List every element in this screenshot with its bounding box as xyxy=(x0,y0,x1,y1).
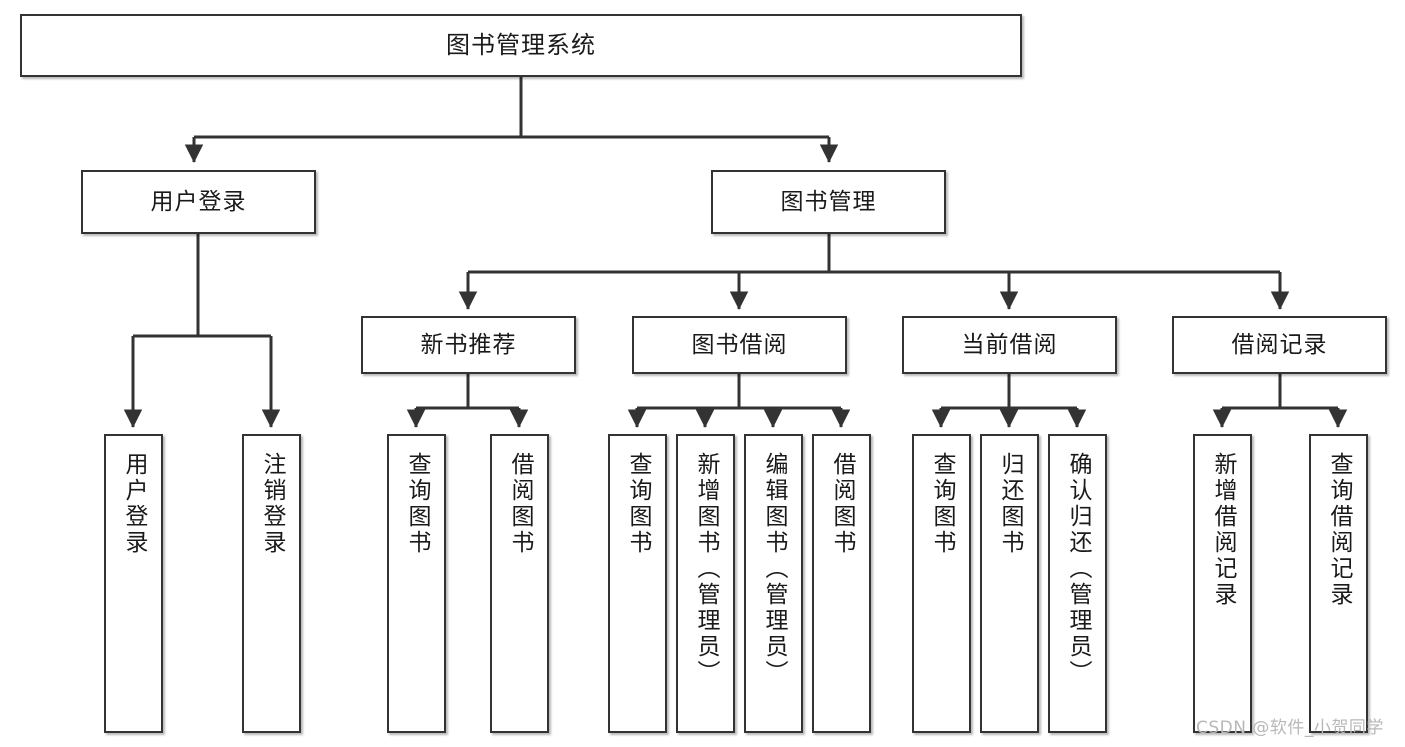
node-root-book-management-system[interactable]: 图书管理系统 xyxy=(20,14,1022,77)
node-label: 图书管理 xyxy=(780,188,877,215)
node-label: 新增图书（管理员） xyxy=(693,452,719,686)
watermark: CSDN @软件_小贺同学 xyxy=(1196,718,1384,738)
node-leaf-query-book-current[interactable]: 查询图书 xyxy=(912,434,971,733)
node-label: 注销登录 xyxy=(259,452,285,556)
node-label: 图书借阅 xyxy=(691,331,788,358)
node-leaf-return-book[interactable]: 归还图书 xyxy=(980,434,1039,733)
node-label: 新书推荐 xyxy=(420,331,517,358)
node-leaf-add-borrow-record[interactable]: 新增借阅记录 xyxy=(1193,434,1252,733)
node-book-borrowing[interactable]: 图书借阅 xyxy=(632,316,847,374)
node-label: 借阅图书 xyxy=(507,452,533,556)
node-borrowing-record[interactable]: 借阅记录 xyxy=(1172,316,1387,374)
node-user-login[interactable]: 用户登录 xyxy=(81,170,316,234)
node-label: 确认归还（管理员） xyxy=(1065,452,1091,686)
node-label: 借阅记录 xyxy=(1231,331,1328,358)
node-label: 编辑图书（管理员） xyxy=(761,452,787,686)
node-label: 当前借阅 xyxy=(961,331,1058,358)
node-leaf-logout[interactable]: 注销登录 xyxy=(242,434,301,733)
node-label: 图书管理系统 xyxy=(446,30,596,59)
node-current-borrowing[interactable]: 当前借阅 xyxy=(902,316,1117,374)
node-label: 查询图书 xyxy=(929,452,955,556)
node-leaf-query-book-recommendation[interactable]: 查询图书 xyxy=(387,434,446,733)
node-label: 用户登录 xyxy=(121,452,147,556)
node-leaf-query-borrow-record[interactable]: 查询借阅记录 xyxy=(1309,434,1368,733)
node-label: 查询图书 xyxy=(404,452,430,556)
node-leaf-borrow-book-recommendation[interactable]: 借阅图书 xyxy=(490,434,549,733)
node-leaf-query-book-borrowing[interactable]: 查询图书 xyxy=(608,434,667,733)
node-label: 归还图书 xyxy=(997,452,1023,556)
node-label: 用户登录 xyxy=(150,188,247,215)
node-leaf-confirm-return-admin[interactable]: 确认归还（管理员） xyxy=(1048,434,1107,733)
node-label: 查询借阅记录 xyxy=(1326,452,1352,608)
node-leaf-borrow-book[interactable]: 借阅图书 xyxy=(812,434,871,733)
node-label: 新增借阅记录 xyxy=(1210,452,1236,608)
node-book-management[interactable]: 图书管理 xyxy=(711,170,946,234)
node-label: 借阅图书 xyxy=(829,452,855,556)
node-new-book-recommendation[interactable]: 新书推荐 xyxy=(361,316,576,374)
node-label: 查询图书 xyxy=(625,452,651,556)
node-leaf-user-login[interactable]: 用户登录 xyxy=(104,434,163,733)
node-leaf-add-book-admin[interactable]: 新增图书（管理员） xyxy=(676,434,735,733)
node-leaf-edit-book-admin[interactable]: 编辑图书（管理员） xyxy=(744,434,803,733)
